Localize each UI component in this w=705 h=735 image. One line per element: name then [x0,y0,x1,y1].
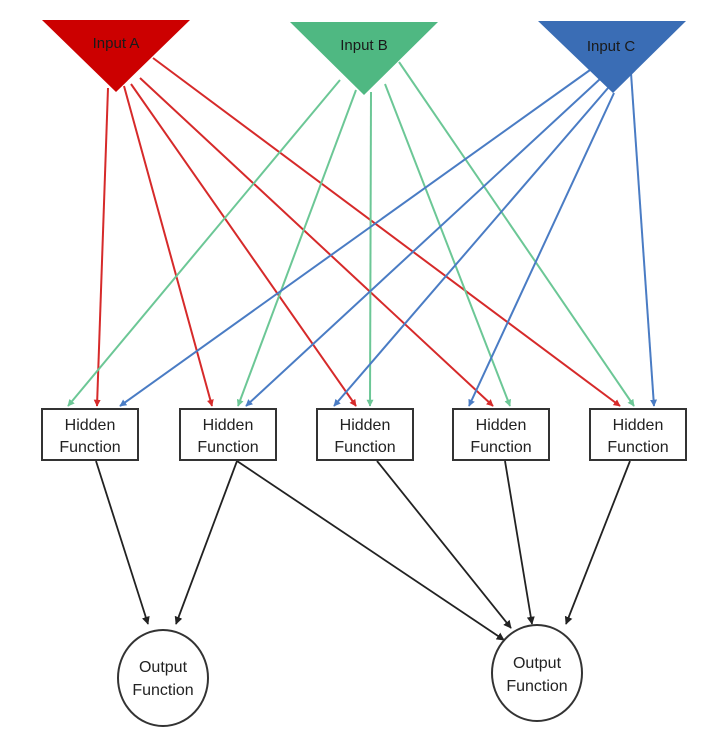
hidden-node-1-box [41,408,139,461]
input-b-label: Input B [340,37,388,54]
edge-b-to-h2 [236,89,357,407]
edge-h2-to-o1 [174,460,238,625]
edge-h1-to-o1 [95,460,150,625]
hidden-node-2-box [179,408,277,461]
hidden-node-3-box [316,408,414,461]
hidden-node-2-line2: Function [197,439,258,456]
hidden-node-1-line2: Function [59,439,120,456]
edge-c-to-h4 [468,92,615,407]
hidden-node-5-box [589,408,687,461]
input-node-a[interactable]: Input A [42,20,190,92]
output-node-2-line1: Output [513,655,562,672]
input-a-triangle [42,20,190,92]
edge-b-to-h5 [398,61,635,407]
edge-a-to-h4 [139,77,494,407]
hidden-node-5[interactable]: Hidden Function [589,408,687,461]
edge-h5-to-o2 [564,460,631,625]
output-node-2[interactable]: Output Function [491,624,583,722]
input-node-c[interactable]: Input C [538,21,686,93]
edge-h3-to-o2 [376,460,512,629]
hidden-node-1[interactable]: Hidden Function [41,408,139,461]
edge-c-to-h1 [119,69,591,407]
edge-h2-to-o2 [236,460,505,641]
hidden-node-3-line2: Function [334,439,395,456]
hidden-node-4-box [452,408,550,461]
output-node-1-line1: Output [139,659,188,676]
edge-b-to-h4 [384,83,511,407]
output-node-2-circle [491,624,583,722]
input-b-triangle [290,22,438,95]
edge-c-to-h2 [245,78,601,407]
edge-c-to-h3 [333,87,609,407]
edge-a-to-h3 [130,83,357,407]
hidden-node-4-line2: Function [470,439,531,456]
edge-c-to-h5 [630,72,658,407]
output-node-1[interactable]: Output Function [117,629,209,727]
input-c-triangle [538,21,686,93]
output-node-2-line2: Function [506,678,567,695]
hidden-node-3-line1: Hidden [340,417,391,434]
output-node-1-circle [117,629,209,727]
edges-layer [67,57,658,641]
edge-b-to-h3 [366,91,374,407]
input-node-b[interactable]: Input B [290,22,438,95]
hidden-node-5-line2: Function [607,439,668,456]
input-a-label: Input A [93,35,140,52]
output-node-1-line2: Function [132,682,193,699]
edge-a-to-h5 [152,57,621,407]
hidden-node-1-line1: Hidden [65,417,116,434]
hidden-node-4[interactable]: Hidden Function [452,408,550,461]
hidden-node-3[interactable]: Hidden Function [316,408,414,461]
input-c-label: Input C [587,38,636,55]
edge-b-to-h1 [67,79,341,407]
hidden-node-2[interactable]: Hidden Function [179,408,277,461]
edge-a-to-h1 [93,87,109,407]
hidden-node-2-line1: Hidden [203,417,254,434]
edge-h4-to-o2 [504,460,535,625]
hidden-node-5-line1: Hidden [613,417,664,434]
hidden-node-4-line1: Hidden [476,417,527,434]
edge-a-to-h2 [123,85,214,407]
